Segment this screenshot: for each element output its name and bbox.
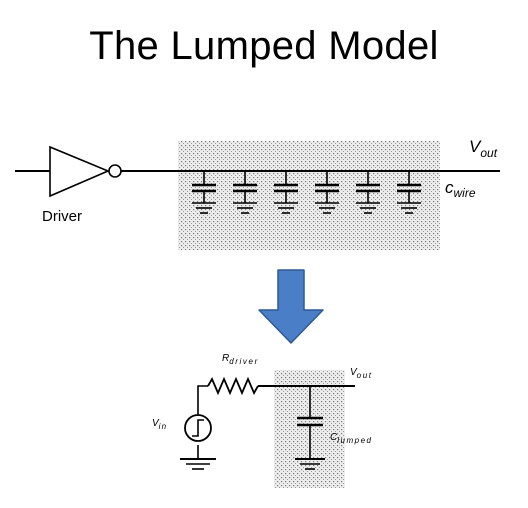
rdriver-main: R (222, 353, 229, 364)
rdriver-label: Rdriver (222, 353, 259, 366)
lumped-ground-icon (295, 458, 325, 470)
wire-capacitor-icon (274, 171, 298, 214)
step-waveform-icon (192, 419, 204, 437)
driver-label: Driver (42, 208, 82, 225)
vin-label: Vin (152, 418, 167, 431)
wire-shaded-region (178, 141, 440, 250)
slide-title: The Lumped Model (89, 24, 439, 68)
wire-capacitor-icon (233, 171, 257, 214)
clumped-subscript: lumped (337, 436, 372, 445)
cwire-subscript: wire (454, 186, 476, 200)
source-ground-icon (180, 458, 216, 470)
wire-capacitor-icon (397, 171, 421, 214)
vout-label-top: Vout (469, 137, 498, 160)
down-arrow-icon (258, 269, 324, 344)
vout-main: V (469, 137, 482, 156)
vin-main: V (152, 418, 160, 429)
wire-capacitor-icon (192, 171, 216, 214)
distributed-capacitors (192, 171, 421, 214)
driver-resistor-icon (207, 376, 259, 396)
source-to-resistor-wire (197, 385, 208, 415)
vout-bottom-subscript: out (357, 371, 373, 380)
rdriver-subscript: driver (229, 357, 259, 366)
clumped-label: Clumped (330, 432, 372, 445)
cwire-main: c (445, 178, 454, 197)
cwire-label: cwire (445, 178, 476, 200)
inverter-driver-icon (49, 145, 111, 198)
wire-capacitor-icon (315, 171, 339, 214)
clumped-main: C (330, 432, 338, 443)
vout-label-bottom: Vout (350, 367, 373, 380)
vout-bottom-main: V (350, 367, 358, 378)
vin-subscript: in (159, 422, 168, 431)
wire-capacitor-icon (356, 171, 380, 214)
lumped-circuit (180, 376, 355, 470)
inverter-bubble-icon (108, 164, 122, 178)
vout-subscript: out (480, 146, 497, 160)
